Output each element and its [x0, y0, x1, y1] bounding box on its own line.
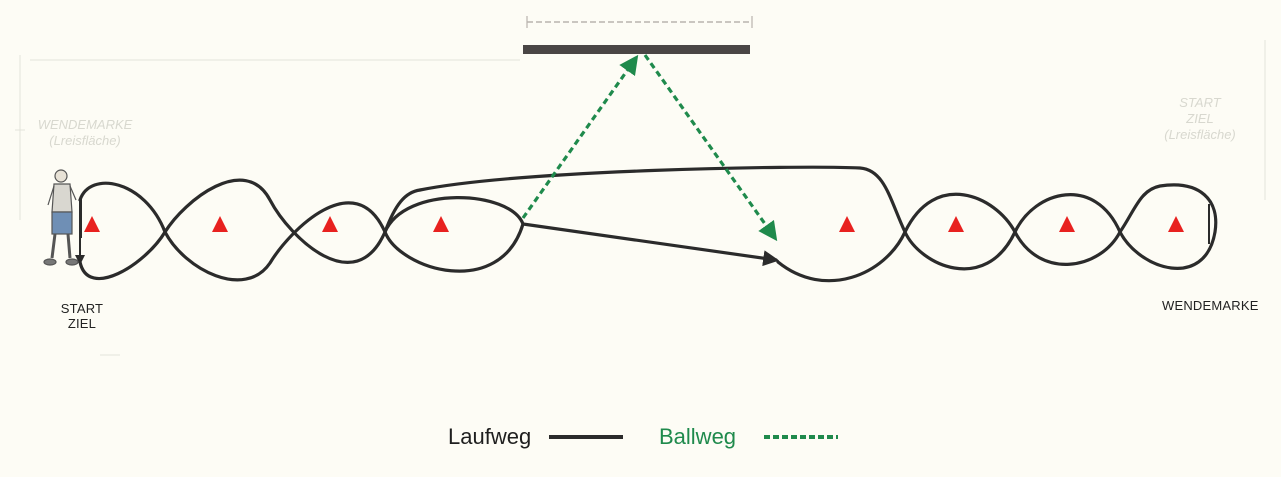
legend-run-label: Laufweg [448, 424, 532, 449]
triangle-cone-icon [1059, 216, 1075, 232]
faint-label-right-line2: ZIEL [1186, 111, 1214, 126]
triangle-cone-icon [322, 216, 338, 232]
faint-label-left: WENDEMARKE (Lreisfläche) [30, 117, 140, 149]
ball-path-from-wall [643, 54, 778, 242]
faint-label-right-line1: START [1179, 95, 1221, 110]
person-figure-icon [43, 169, 79, 266]
legend-ball-label: Ballweg [659, 424, 737, 449]
ball-path [521, 54, 778, 242]
triangle-cone-icon [948, 216, 964, 232]
run-path-outbound [78, 178, 525, 282]
start-label: START [60, 301, 104, 316]
run-path [75, 165, 1218, 283]
cones [84, 216, 1184, 232]
turn-marker-label: WENDEMARKE [1162, 298, 1259, 313]
run-path-diagonal [521, 222, 780, 267]
faint-label-right: START ZIEL (Lreisfläche) [1160, 95, 1240, 143]
faint-label-right-line3: (Lreisfläche) [1164, 127, 1236, 142]
triangle-cone-icon [212, 216, 228, 232]
triangle-cone-icon [433, 216, 449, 232]
finish-label: ZIEL [67, 316, 97, 331]
faint-background-marks [15, 40, 1266, 356]
triangle-cone-icon [839, 216, 855, 232]
rebound-wall [523, 16, 753, 54]
triangle-cone-icon [1168, 216, 1184, 232]
ball-path-to-wall [521, 54, 639, 219]
faint-label-left-line1: WENDEMARKE [37, 117, 133, 132]
run-path-top-link [383, 188, 422, 234]
triangle-cone-icon [84, 216, 100, 232]
faint-label-left-line2: (Lreisfläche) [49, 133, 121, 148]
start-finish-label: START ZIEL [58, 301, 106, 331]
run-path-return-top [418, 165, 1218, 283]
